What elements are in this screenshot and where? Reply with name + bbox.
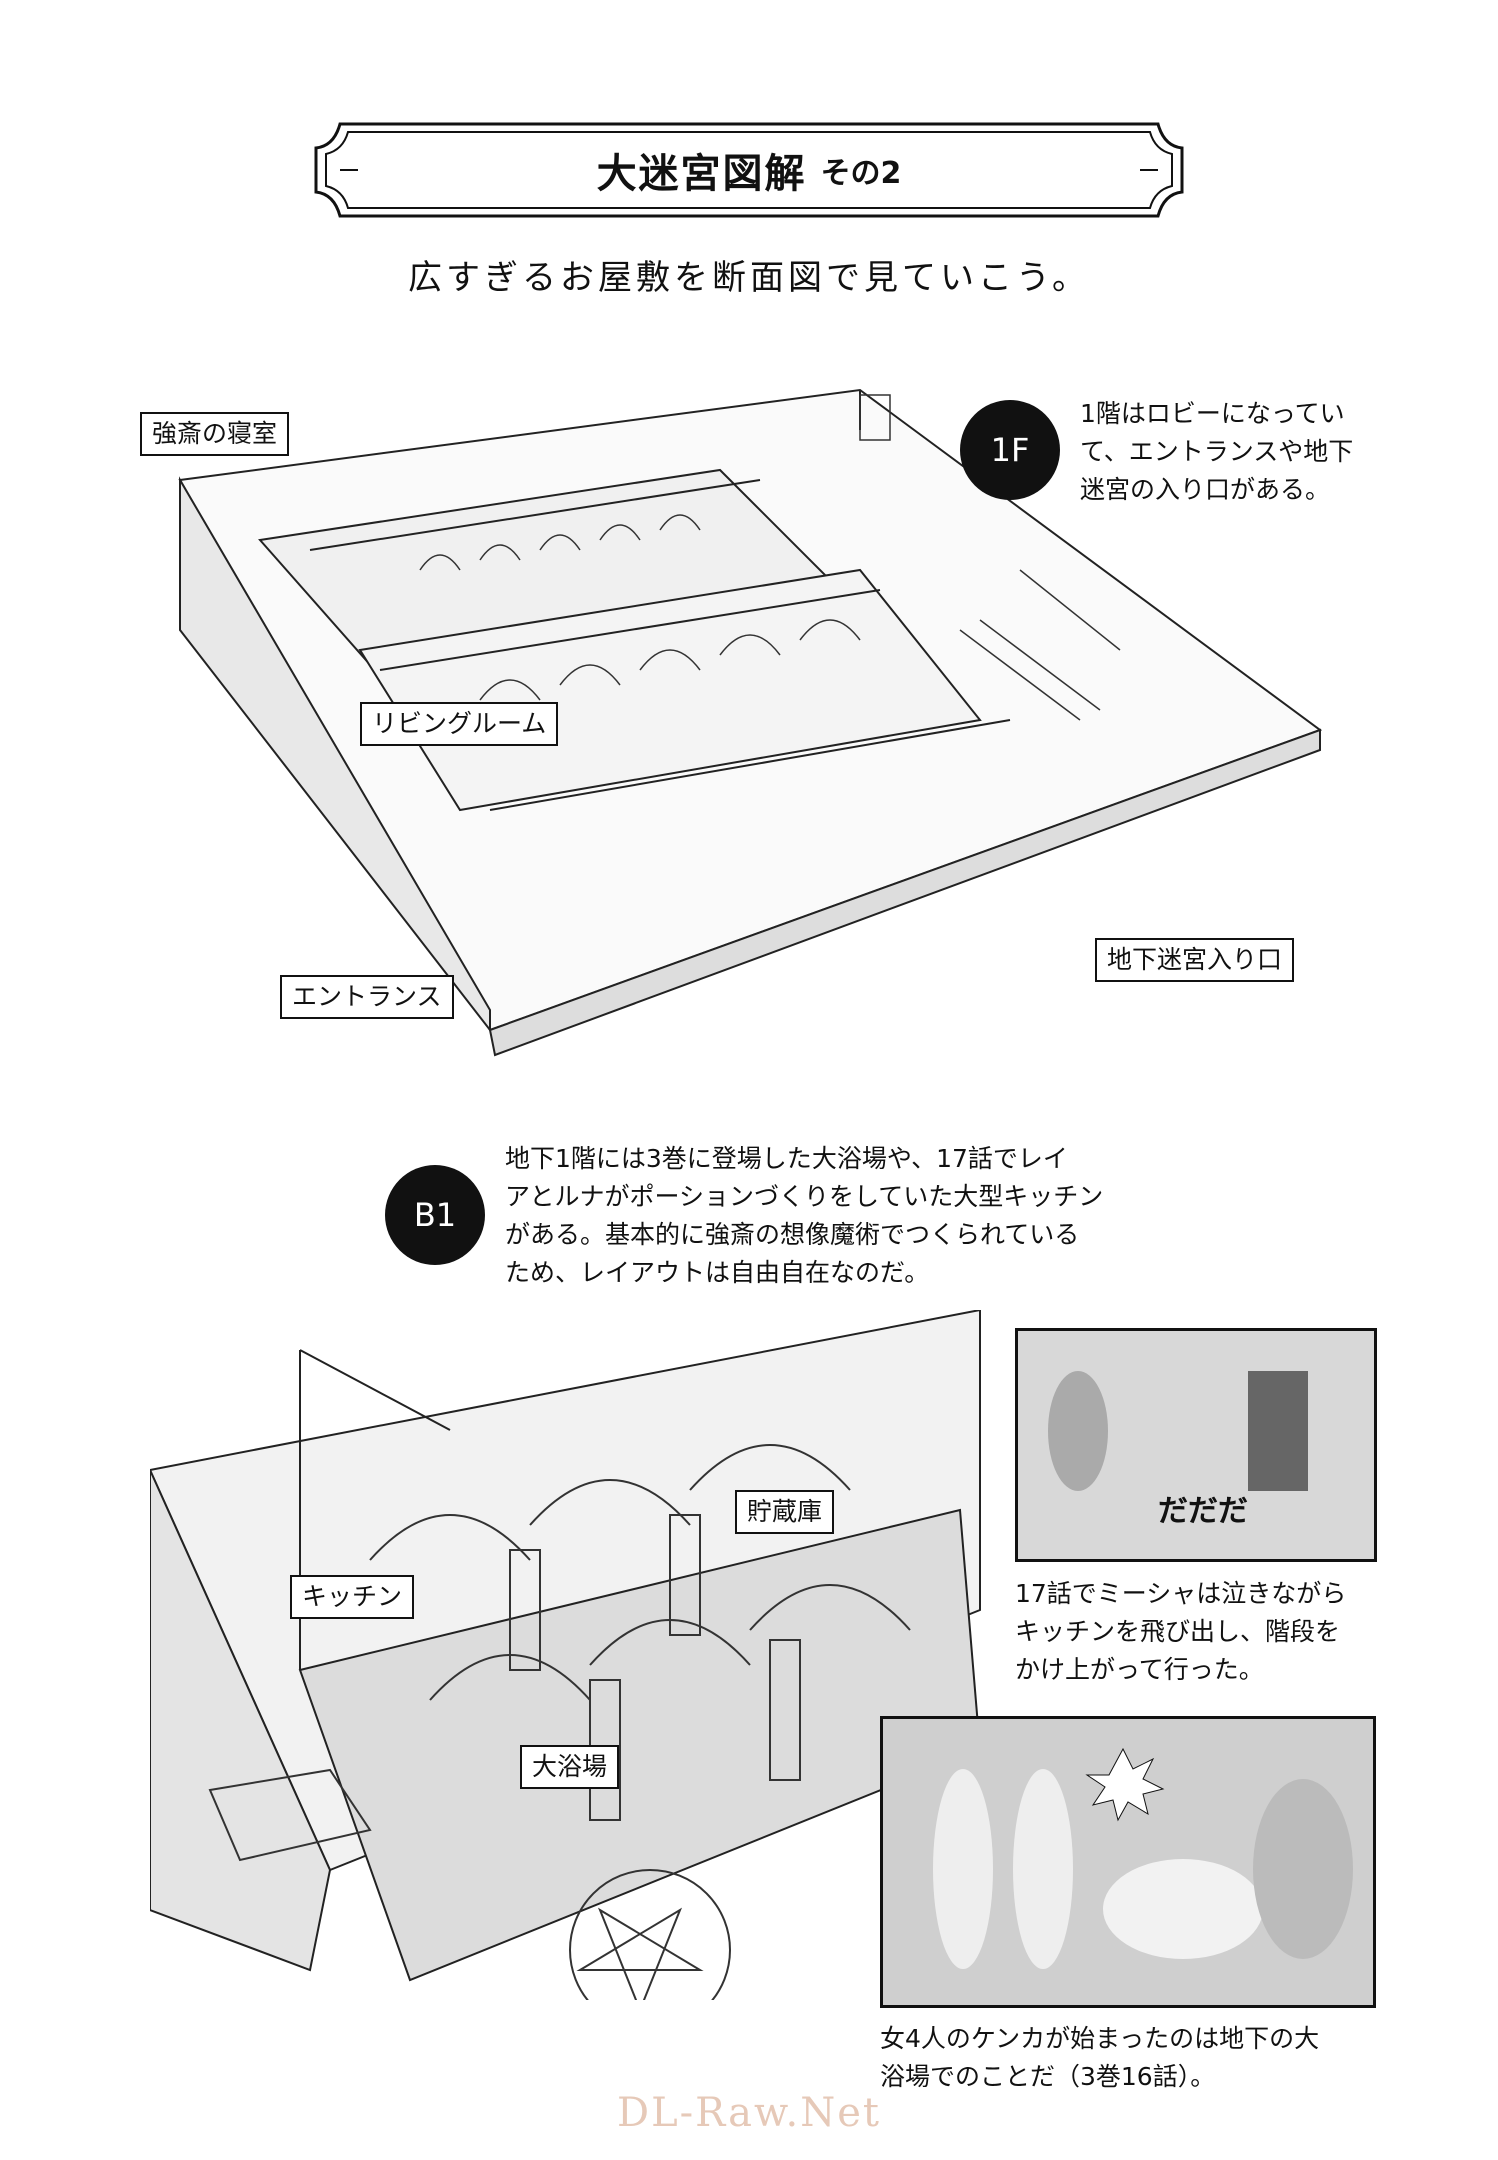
label-dungeon-entrance: 地下迷宮入り口 <box>1095 938 1295 982</box>
floor-badge-b1: B1 <box>385 1165 485 1265</box>
page-title: 大迷宮図解 <box>596 151 807 197</box>
page-title-part: その2 <box>820 156 902 191</box>
panel-1-caption: 17話でミーシャは泣きながら キッチンを飛び出し、階段を かけ上がって行った。 <box>1015 1579 1347 1684</box>
sfx-text: だだだ <box>1158 1494 1248 1529</box>
page-subtitle: 広すぎるお屋敷を断面図で見ていこう。 <box>408 258 1090 298</box>
floor1-illustration <box>160 370 1350 1060</box>
panel-1-art: だだだ <box>1018 1331 1374 1559</box>
banner-frame <box>314 122 1184 218</box>
label-bath: 大浴場 <box>520 1745 620 1789</box>
title-banner: 大迷宮図解 その2 <box>310 118 1188 222</box>
mansion-cutaway-drawing <box>178 388 1323 1057</box>
label-living-room: リビングルーム <box>360 702 559 746</box>
floor-badge-1f: 1F <box>960 400 1060 500</box>
floor1-description: 1階はロビーになってい て、エントランスや地下 迷宮の入り口がある。 <box>1080 399 1354 504</box>
panel-2-art <box>883 1719 1373 2005</box>
label-kitchen: キッチン <box>290 1575 415 1619</box>
manga-panel-1: だだだ <box>1015 1328 1377 1562</box>
watermark: DL-Raw.Net <box>617 2090 881 2136</box>
label-entrance: エントランス <box>280 975 454 1019</box>
label-bedroom: 強斎の寝室 <box>140 412 290 456</box>
label-storage: 貯蔵庫 <box>735 1490 835 1534</box>
basement-drawing <box>148 1308 982 2031</box>
basement-illustration <box>148 1308 990 2031</box>
panel-2-caption: 女4人のケンカが始まったのは地下の大 浴場でのことだ（3巻16話）。 <box>880 2024 1320 2091</box>
manga-panel-2 <box>880 1716 1376 2008</box>
basement1-description: 地下1階には3巻に登場した大浴場や、17話でレイ アとルナがポーションづくりをし… <box>505 1144 1104 1287</box>
